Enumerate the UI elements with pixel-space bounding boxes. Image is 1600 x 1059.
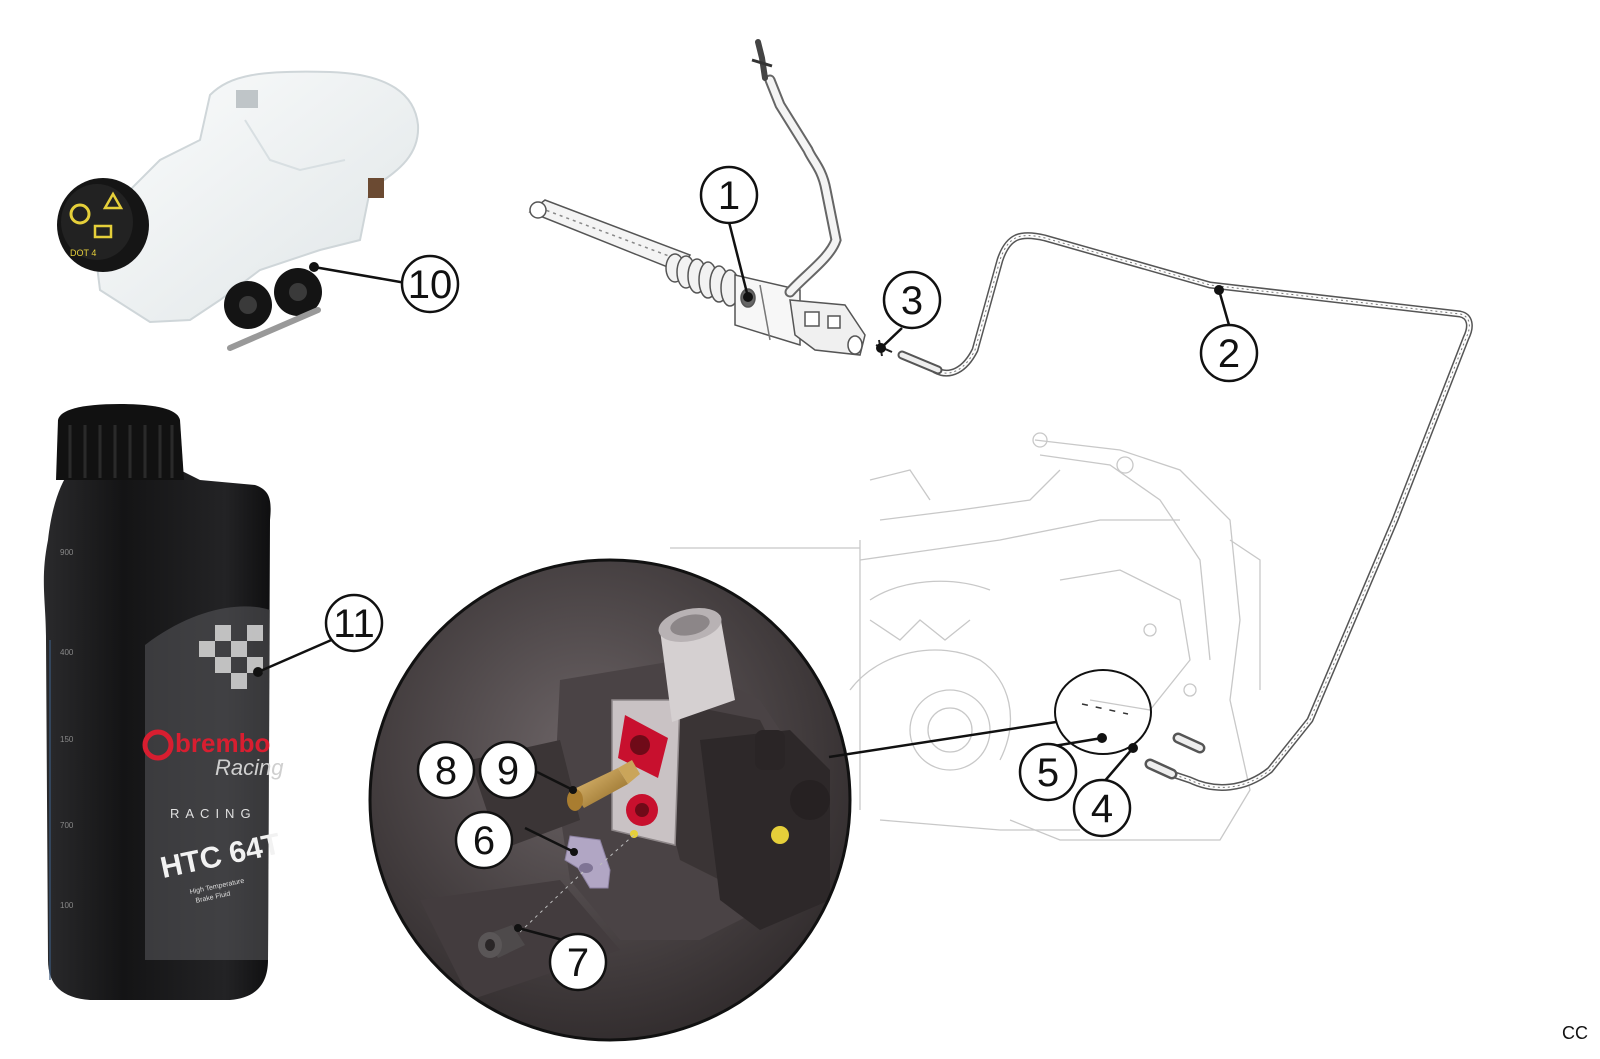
bottle-cap [56, 404, 184, 480]
brand-logo-icon [142, 729, 174, 761]
svg-text:2: 2 [1218, 332, 1240, 376]
reservoir-pin [227, 307, 321, 351]
circle-warning-icon [69, 203, 91, 225]
bottle-line: Racing [215, 755, 284, 780]
svg-text:6: 6 [473, 819, 495, 863]
svg-text:8: 8 [435, 749, 457, 793]
svg-text:5: 5 [1037, 751, 1059, 795]
clutch-pipe [897, 232, 1473, 791]
triangle-warning-icon [102, 191, 124, 210]
callout-6: 6 [454, 810, 514, 870]
callout-4: 4 [1072, 778, 1132, 838]
svg-text:9: 9 [497, 749, 519, 793]
bottle-mark-400: 400 [60, 648, 74, 657]
callout-11: 11 [324, 593, 384, 653]
brake-fluid-bottle: brembo Racing RACING HTC 64T High Temper… [43, 404, 284, 1000]
detail-inset [368, 558, 852, 1042]
bottle-mark-100: 100 [60, 901, 74, 910]
callout-10: 10 [400, 254, 460, 314]
corner-code: CC [1562, 1023, 1588, 1043]
svg-text:3: 3 [901, 279, 923, 323]
callout-9: 9 [478, 740, 538, 800]
bottle-racing: RACING [170, 806, 257, 821]
reservoir-body [93, 70, 420, 324]
reservoir-assembly: DOT 4 [57, 70, 420, 351]
bottle-brand: brembo [175, 728, 270, 758]
bottle-mark-700: 700 [60, 821, 74, 830]
callout-2: 2 [1199, 323, 1259, 383]
callout-3: 3 [882, 270, 942, 330]
bottle-mark-900: 900 [60, 548, 74, 557]
detail-source-circle [1054, 669, 1152, 755]
cap-label: DOT 4 [70, 248, 96, 258]
leader-lines [257, 221, 1231, 942]
callout-7: 7 [548, 932, 608, 992]
leader-dots [253, 262, 1224, 932]
svg-text:11: 11 [333, 602, 375, 646]
svg-text:1: 1 [718, 174, 740, 218]
clutch-master-cylinder [528, 39, 866, 356]
svg-text:10: 10 [408, 263, 453, 307]
svg-text:7: 7 [567, 941, 589, 985]
bleed-screw [572, 768, 628, 808]
gearbox-outline [670, 432, 1261, 841]
manual-book-icon [93, 224, 113, 239]
detail-connector-line [828, 720, 1057, 759]
callout-5: 5 [1018, 742, 1078, 802]
reservoir-qr-label [236, 90, 258, 108]
svg-text:4: 4 [1091, 787, 1113, 831]
callout-1: 1 [699, 165, 759, 225]
bottle-mark-150: 150 [60, 735, 74, 744]
callout-8: 8 [416, 740, 476, 800]
